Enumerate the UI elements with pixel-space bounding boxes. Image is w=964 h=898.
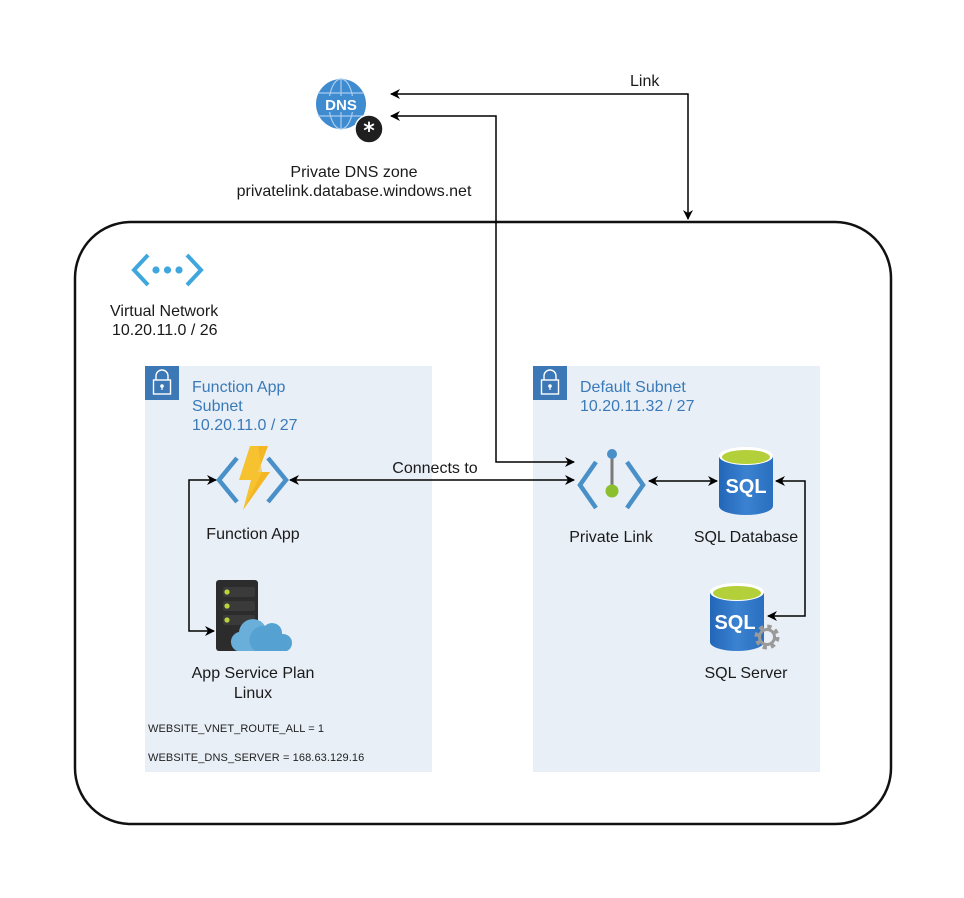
sql-server-label: SQL Server	[704, 665, 788, 682]
vnet-title: Virtual Network	[110, 303, 219, 320]
function-app-subnet-panel[interactable]	[145, 366, 432, 772]
sql-glyph: SQL	[725, 476, 766, 498]
function-subnet-title-line2: Subnet	[192, 398, 243, 415]
dns-badge-glyph: *	[363, 119, 375, 144]
function-app-icon[interactable]	[216, 446, 289, 510]
link-label: Link	[630, 73, 660, 90]
app-service-plan-icon[interactable]	[216, 580, 292, 651]
sql-database-label: SQL Database	[693, 529, 799, 546]
app-service-plan-label: App Service Plan	[191, 665, 315, 682]
dns-link-connector[interactable]	[390, 89, 693, 220]
connects-to-label: Connects to	[392, 460, 478, 477]
gear-icon	[754, 624, 780, 650]
sql-db-server-connector[interactable]	[767, 476, 806, 621]
private-link-icon[interactable]	[577, 449, 646, 510]
default-subnet-cidr: 10.20.11.32 / 27	[580, 398, 695, 415]
function-subnet-title: Function App	[192, 379, 286, 396]
private-link-label: Private Link	[569, 529, 653, 546]
dns-zone-name: privatelink.database.windows.net	[236, 183, 472, 200]
sql-database-icon[interactable]: SQL	[719, 447, 773, 515]
app-service-plan-os-label: Linux	[233, 685, 273, 702]
vnet-cidr: 10.20.11.0 / 26	[112, 322, 218, 339]
function-subnet-cidr: 10.20.11.0 / 27	[192, 417, 298, 434]
dns-private-link-connector[interactable]	[390, 111, 575, 467]
virtual-network-icon	[131, 253, 204, 287]
setting-vnet-route-all: WEBSITE_VNET_ROUTE_ALL = 1	[148, 723, 325, 735]
sql-server-icon[interactable]: SQL	[710, 583, 780, 651]
lock-icon	[145, 366, 179, 400]
setting-dns-server: WEBSITE_DNS_SERVER = 168.63.129.16	[148, 752, 365, 764]
default-subnet-title: Default Subnet	[580, 379, 686, 396]
dns-zone-title: Private DNS zone	[290, 164, 418, 181]
dns-zone-icon[interactable]: DNS *	[316, 78, 384, 144]
function-plan-connector[interactable]	[188, 475, 217, 636]
sql-glyph: SQL	[714, 612, 755, 634]
lock-icon	[533, 366, 567, 400]
dns-glyph: DNS	[325, 97, 357, 114]
function-app-label: Function App	[206, 526, 300, 543]
default-subnet-panel[interactable]	[533, 366, 820, 772]
